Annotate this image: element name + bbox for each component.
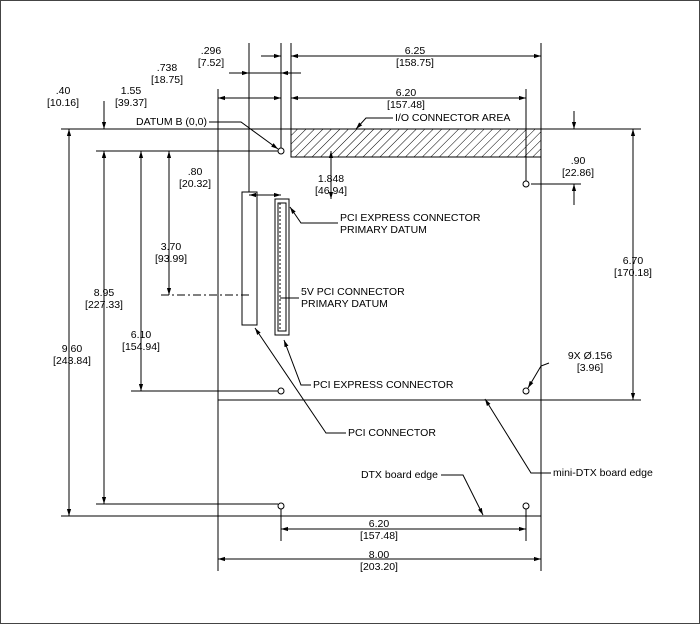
pci-connector	[241, 191, 258, 326]
dim-6-10: 6.10 [154.94]	[122, 329, 160, 353]
dim-90: .90 [22.86]	[561, 155, 595, 179]
dim-8-95: 8.95 [227.33]	[85, 287, 123, 311]
io-connector-area	[290, 128, 542, 158]
dim-80: .80 [20.32]	[178, 166, 212, 190]
dtx-board-outline	[217, 128, 542, 517]
dim-296: .296 [7.52]	[197, 45, 225, 69]
mounting-hole	[277, 147, 285, 155]
dim-738: .738 [18.75]	[150, 62, 184, 86]
callout-pci-express-connector: PCI EXPRESS CONNECTOR	[313, 379, 454, 391]
dim-1-55: 1.55 [39.37]	[114, 85, 148, 109]
mounting-hole	[522, 387, 530, 395]
callout-pci-connector: PCI CONNECTOR	[348, 427, 436, 439]
mounting-hole	[277, 387, 285, 395]
callout-dtx-board-edge: DTX board edge	[360, 469, 438, 481]
dim-9-60: 9.60 [243.84]	[53, 343, 91, 367]
callout-io-connector-area: I/O CONNECTOR AREA	[395, 112, 511, 124]
mounting-hole	[522, 180, 530, 188]
callout-datum-b: DATUM B (0,0)	[136, 116, 207, 128]
dim-hole-diameter: 9X Ø.156 [3.96]	[567, 350, 613, 374]
dim-bottom-8-00: 8.00 [203.20]	[360, 549, 398, 573]
dim-bottom-6-20: 6.20 [157.48]	[360, 518, 398, 542]
mounting-hole	[522, 502, 530, 510]
dim-top-6-25: 6.25 [158.75]	[396, 45, 434, 69]
pci-express-connector	[274, 198, 290, 336]
dim-top-6-20: 6.20 [157.48]	[387, 87, 425, 111]
dim-1-848: 1.848 [46.94]	[314, 173, 348, 197]
callout-5v-pci-datum: 5V PCI CONNECTOR PRIMARY DATUM	[301, 286, 405, 310]
dim-3-70: 3.70 [93.99]	[154, 241, 188, 265]
callout-mini-dtx-board-edge: mini-DTX board edge	[553, 467, 653, 479]
mounting-hole	[277, 502, 285, 510]
dim-40: .40 [10.16]	[46, 85, 80, 109]
dim-6-70: 6.70 [170.18]	[614, 255, 652, 279]
callout-pci-express-datum: PCI EXPRESS CONNECTOR PRIMARY DATUM	[340, 212, 481, 236]
